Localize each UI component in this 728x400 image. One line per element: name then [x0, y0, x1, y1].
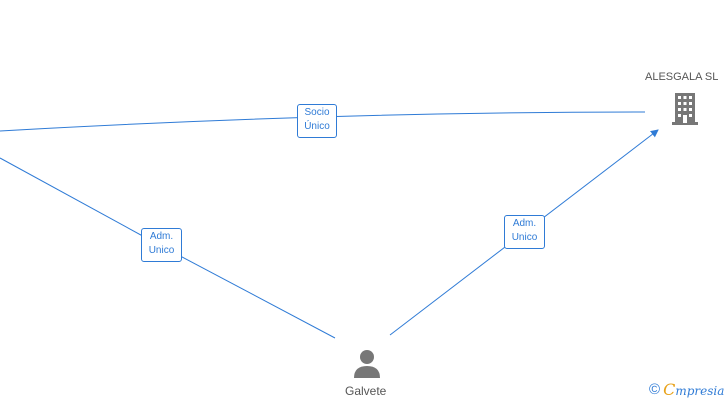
- building-icon[interactable]: [671, 91, 699, 125]
- empresia-watermark: © Cmpresia: [649, 378, 728, 400]
- edge-label-adm-unico-left[interactable]: Adm. Unico: [141, 228, 182, 262]
- person-icon[interactable]: [352, 348, 382, 378]
- copyright-icon: ©: [649, 380, 661, 398]
- edge-label-socio-unico[interactable]: Socio Único: [297, 104, 337, 138]
- person-node-label[interactable]: Galvete: [345, 384, 387, 398]
- edge-label-adm-unico-right[interactable]: Adm. Unico: [504, 215, 545, 249]
- brand-logo: Cmpresia: [663, 379, 725, 399]
- company-node-label[interactable]: ALESGALA SL: [645, 71, 719, 83]
